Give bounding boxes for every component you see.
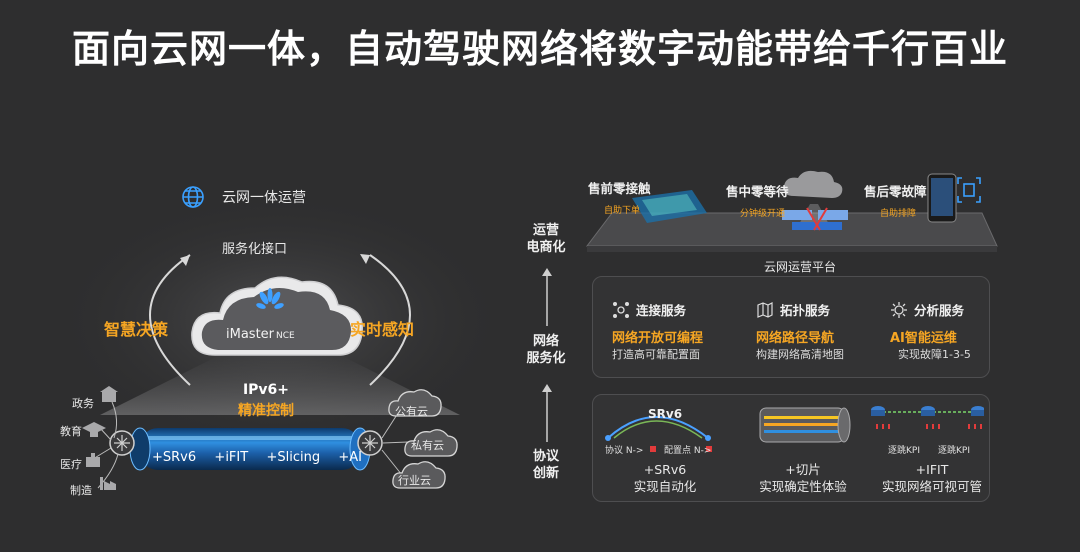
pipe-label-ai: +AI	[338, 450, 362, 465]
protocol-ifit-caption: +IFIT 实现网络可视可管	[872, 461, 992, 495]
pipe-labels: +SRv6 +iFIT +Slicing +AI	[152, 450, 362, 465]
gov-building-icon	[100, 386, 118, 402]
service-connection-title: 连接服务	[636, 303, 687, 318]
hospital-icon	[86, 453, 100, 467]
service-topology-sub: 网络路径导航	[756, 331, 835, 346]
layer-label-net-line1: 网络	[532, 334, 559, 349]
service-topology-desc: 构建网络高清地图	[756, 348, 844, 361]
industry-gov: 政务	[72, 397, 94, 410]
layer-label-proto-line1: 协议	[532, 449, 559, 464]
precise-control-label: 精准控制	[238, 403, 294, 419]
service-connection-sub: 网络开放可编程	[612, 331, 704, 346]
protocol-slice-line1: +切片	[785, 462, 821, 477]
left-arc-arrow	[149, 254, 191, 386]
page-title: 面向云网一体，自动驾驶网络将数字动能带给千行百业	[71, 27, 1008, 71]
service-analysis-sub: AI智能运维	[890, 331, 957, 346]
ops-item-aftersale: 售后零故障 自助排障	[864, 181, 927, 219]
holo-map-icon	[632, 190, 707, 223]
srv6-label: SRv6	[648, 407, 683, 421]
pipe-label-srv6: +SRv6	[152, 450, 197, 465]
factory-icon	[100, 477, 116, 490]
private-cloud-icon	[404, 429, 458, 457]
platform-label: 云网运营平台	[763, 260, 836, 274]
cloud-server-icon	[782, 170, 848, 231]
protocol-srv6-caption: +SRv6 实现自动化	[600, 461, 730, 495]
service-topology-title: 拓扑服务	[780, 303, 831, 318]
right-arc-arrow	[369, 254, 411, 386]
ops-item-insale-sub: 分钟级开通	[740, 209, 786, 219]
service-topology: 拓扑服务 网络路径导航 构建网络高清地图	[756, 300, 876, 362]
router-icon-right	[357, 430, 383, 456]
imaster-cloud-icon	[191, 276, 364, 356]
pipe-label-ifit: +iFIT	[214, 450, 249, 465]
layer-label-network: 网络 服务化	[516, 333, 576, 367]
ops-item-presale-title: 售前零接触	[588, 181, 651, 196]
layer-label-protocol: 协议 创新	[516, 448, 576, 482]
service-analysis-title: 分析服务	[914, 303, 965, 318]
industry-manufacturing: 制造	[70, 484, 92, 497]
pipe-label-slicing: +Slicing	[266, 450, 321, 465]
ifit-nodes-icon	[871, 406, 984, 429]
layer-label-ops-line2: 电商化	[526, 240, 566, 255]
protocol-slice-caption: +切片 实现确定性体验	[738, 461, 868, 495]
ops-item-aftersale-title: 售后零故障	[864, 184, 927, 199]
education-icon	[82, 422, 106, 437]
ops-item-insale-title: 售中零等待	[726, 184, 789, 199]
slice-pipe-icon	[759, 407, 851, 443]
kpi-label-1: 逐跳KPI	[888, 446, 920, 456]
ops-item-presale: 售前零接触 自助下单	[588, 178, 651, 216]
protocol-ifit-line1: +IFIT	[915, 462, 949, 477]
protocol-slice-line2: 实现确定性体验	[759, 479, 847, 494]
protocol-srv6-line2: 实现自动化	[633, 479, 697, 494]
network-service-panel	[592, 276, 990, 378]
industry-medical: 医疗	[60, 458, 82, 471]
ops-item-aftersale-sub: 自助排障	[880, 209, 917, 219]
left-diagram-graphics	[50, 186, 510, 490]
layer-label-ops: 运营 电商化	[516, 222, 576, 256]
srv6-config-sub: 配置点 N->	[664, 446, 712, 456]
protocol-srv6-line1: +SRv6	[643, 462, 687, 477]
service-analysis: 分析服务 AI智能运维 实现故障1-3-5	[890, 300, 990, 362]
phone-icon	[927, 173, 957, 223]
up-arrow-icon	[542, 384, 552, 442]
layer-label-net-line2: 服务化	[526, 351, 566, 366]
scan-frame-icon	[957, 177, 981, 203]
service-analysis-desc: 实现故障1-3-5	[898, 348, 971, 361]
ops-platform-graphics	[585, 170, 998, 252]
protocol-graphics	[605, 406, 984, 452]
service-interface-label: 服务化接口	[222, 242, 288, 257]
brand-logo-icon	[256, 288, 284, 309]
nce-text: NCE	[276, 331, 295, 341]
public-cloud-label: 公有云	[395, 405, 428, 418]
topology-map-icon	[757, 301, 773, 318]
private-cloud-label: 私有云	[411, 439, 444, 452]
public-cloud-icon	[388, 389, 442, 417]
up-arrow-icon	[542, 268, 552, 326]
layer-label-proto-line2: 创新	[532, 466, 559, 481]
globe-icon	[182, 186, 204, 208]
industry-cloud-icon	[392, 461, 446, 489]
service-connection-desc: 打造高可靠配置面	[612, 348, 700, 361]
router-icon-left	[109, 430, 135, 456]
analysis-gear-icon	[891, 301, 907, 318]
protocol-ifit-line2: 实现网络可视可管	[881, 479, 982, 494]
ipv6-plus-label: IPv6+	[242, 382, 290, 398]
smart-decision-label: 智慧决策	[104, 320, 169, 339]
cloud-network-ops-label: 云网一体运营	[222, 190, 306, 206]
srv6-arc-icon	[605, 416, 712, 452]
layer-label-ops-line1: 运营	[532, 223, 559, 238]
ops-item-presale-sub: 自助下单	[604, 206, 641, 216]
ops-item-insale: 售中零等待 分钟级开通	[726, 181, 789, 219]
imaster-text: iMaster	[226, 327, 275, 342]
kpi-label-2: 逐跳KPI	[938, 446, 970, 456]
service-connection: 连接服务 网络开放可编程 打造高可靠配置面	[612, 300, 732, 362]
realtime-perception-label: 实时感知	[350, 320, 415, 339]
srv6-protocol-sub: 协议 N->	[605, 446, 644, 456]
connection-nodes-icon	[613, 301, 629, 318]
industry-cloud-label: 行业云	[398, 474, 431, 487]
industry-education: 教育	[60, 425, 82, 438]
